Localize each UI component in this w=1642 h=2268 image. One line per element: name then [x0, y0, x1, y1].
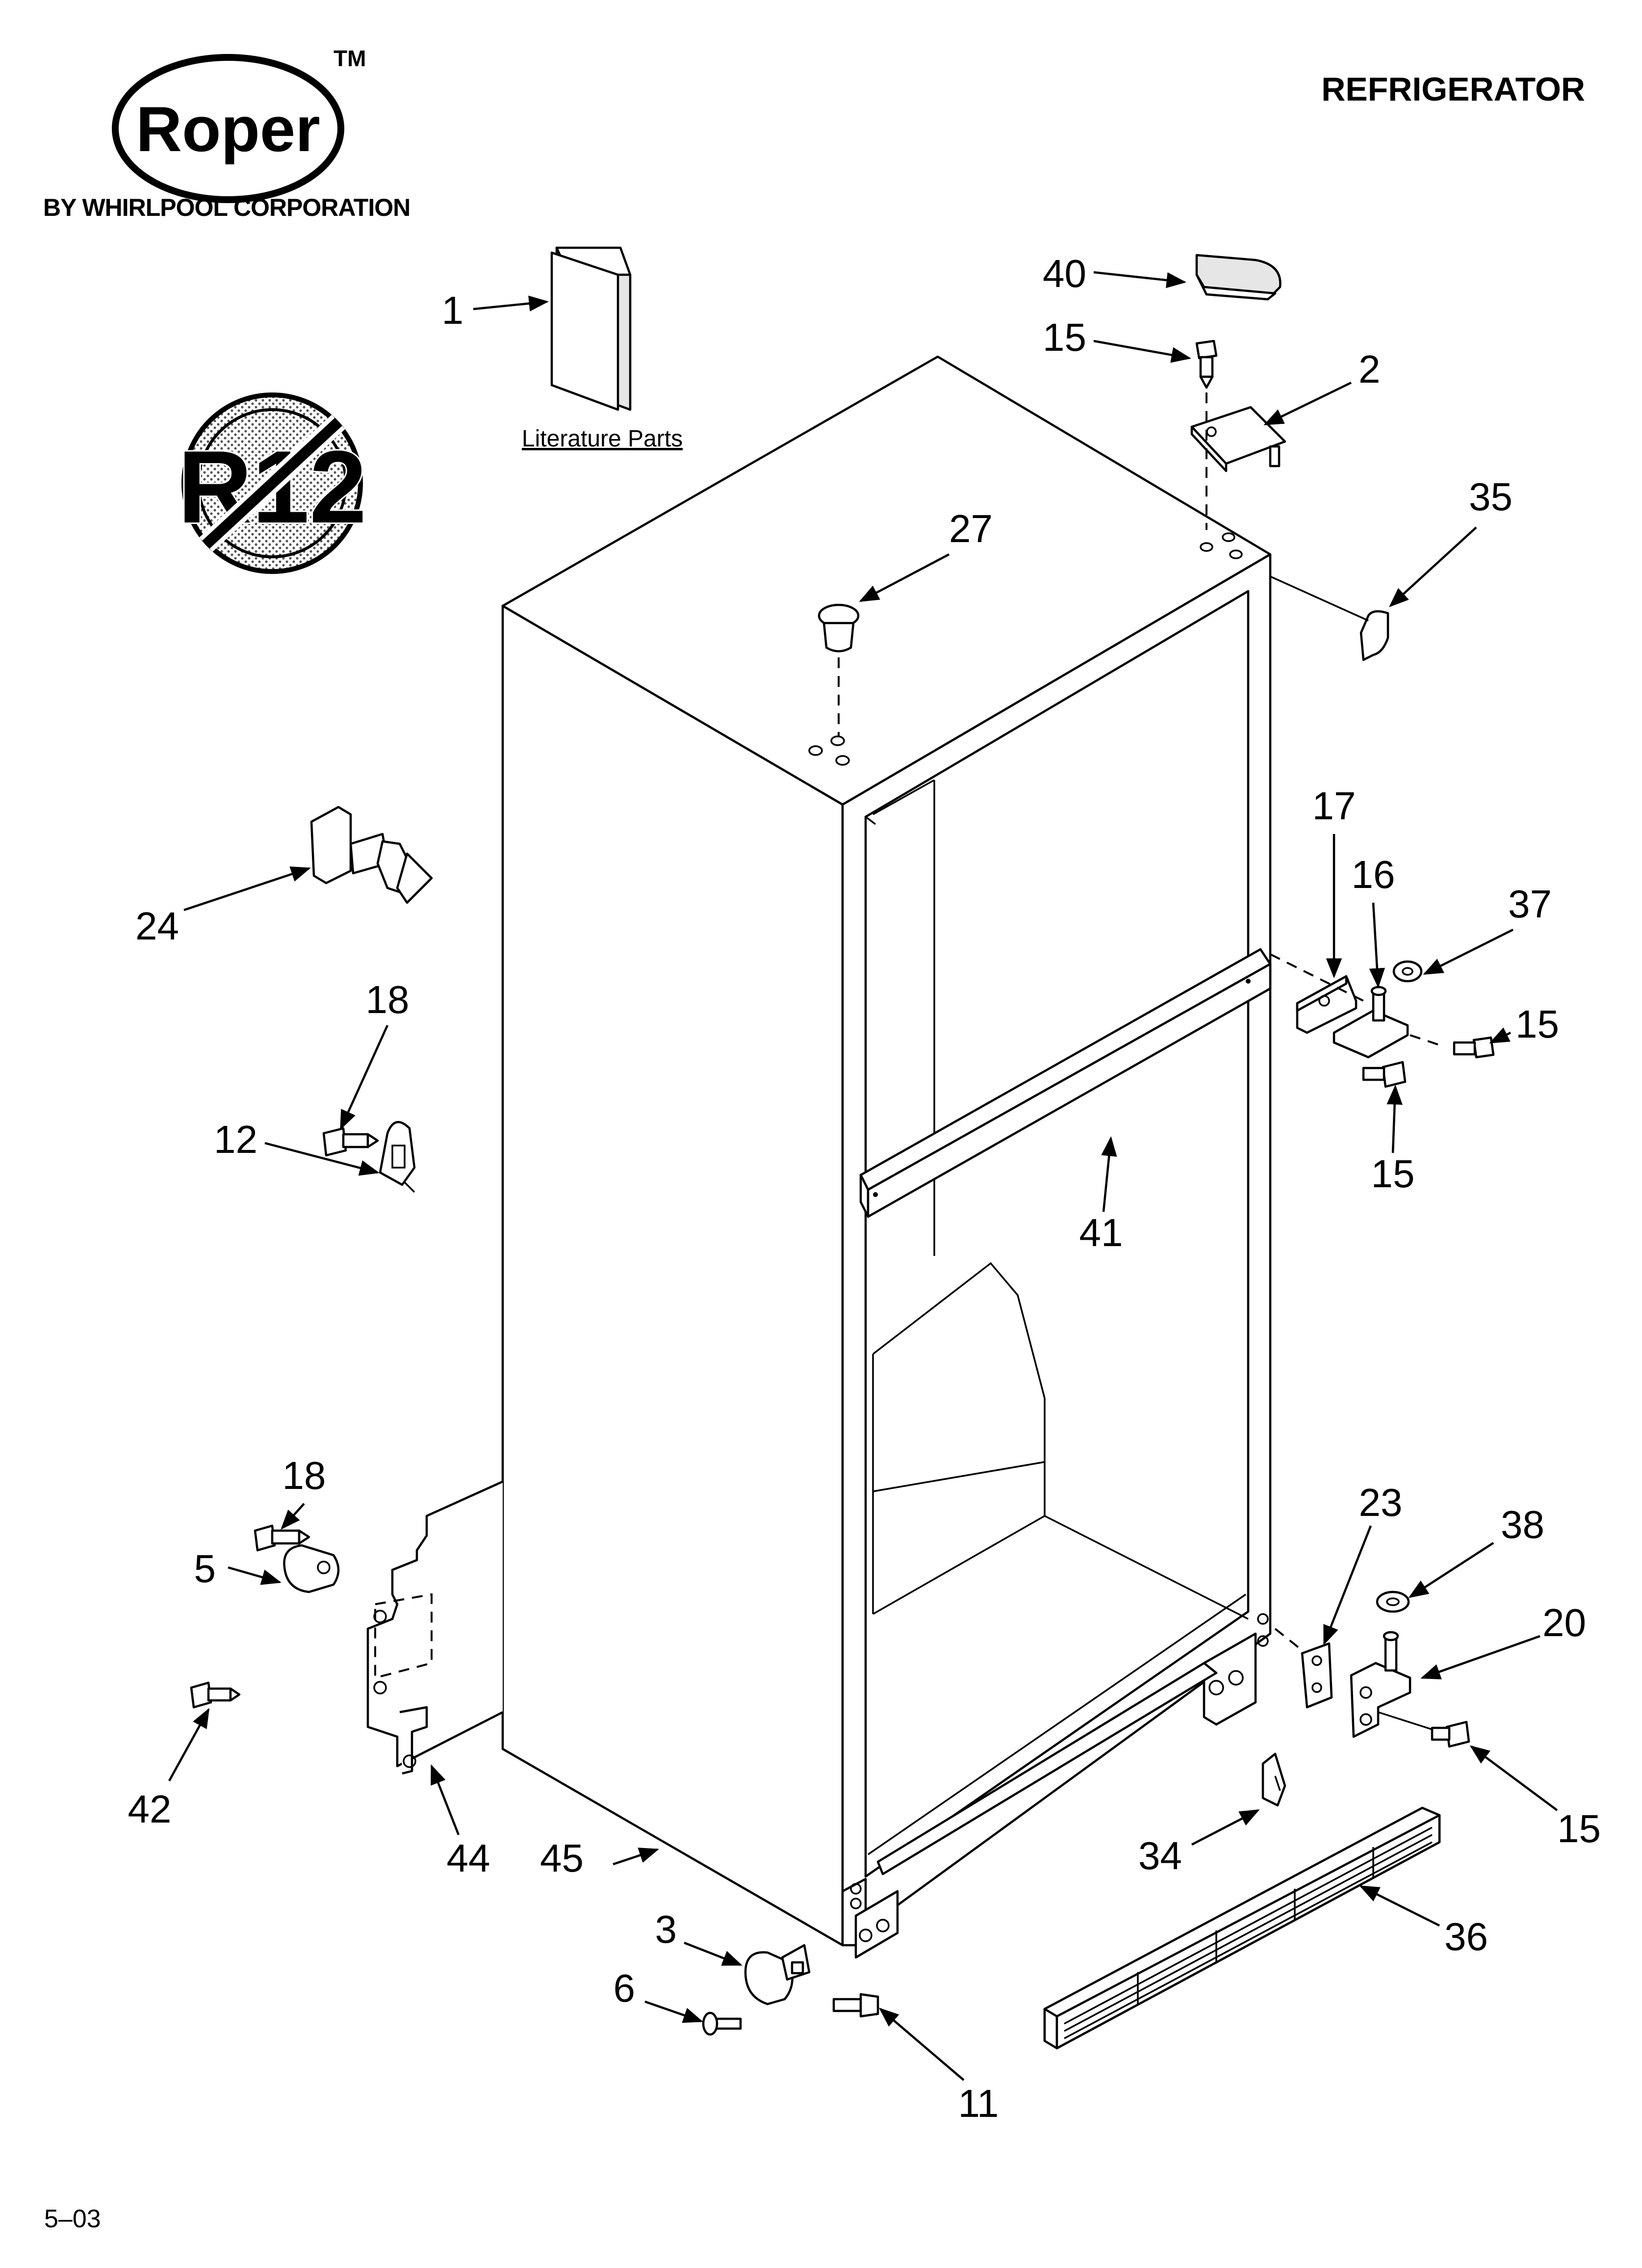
trademark-mark: TM — [334, 46, 366, 71]
roper-logo: Roper TM — [112, 46, 366, 203]
callout-1: 1 — [442, 288, 464, 332]
screw-hinge-b — [1453, 1036, 1495, 1059]
washer-upper — [1392, 960, 1423, 983]
callout-27: 27 — [949, 507, 993, 550]
cable-clamp — [283, 1544, 340, 1593]
page-title: REFRIGERATOR — [1321, 71, 1585, 108]
callout-2: 2 — [1359, 347, 1381, 391]
callout-18-upper: 18 — [366, 978, 410, 1021]
lower-hinge — [1350, 1631, 1411, 1738]
door-stop-pin — [310, 806, 433, 904]
screw-42 — [190, 1681, 241, 1709]
screw-6 — [702, 2011, 742, 2036]
callout-16: 16 — [1352, 853, 1395, 896]
wire-clip — [379, 1121, 416, 1193]
literature-booklet — [550, 246, 632, 411]
callout-12: 12 — [214, 1118, 257, 1161]
rear-bracket — [366, 1480, 504, 1775]
refrigerator-cabinet — [501, 355, 1272, 1959]
middle-hinge — [1333, 986, 1409, 1059]
callout-44: 44 — [447, 1836, 490, 1880]
callout-11: 11 — [958, 2082, 999, 2125]
screw-hinge-a — [1362, 1061, 1407, 1088]
callout-38: 38 — [1501, 1503, 1544, 1546]
callout-24: 24 — [135, 904, 179, 948]
callout-6: 6 — [614, 1966, 636, 2010]
callout-37: 37 — [1508, 882, 1552, 926]
callout-17: 17 — [1312, 784, 1356, 828]
callout-23: 23 — [1359, 1481, 1403, 1524]
callout-41: 41 — [1079, 1211, 1123, 1254]
literature-parts-label: Literature Parts — [522, 426, 683, 452]
lower-hinge-shim — [1301, 1642, 1333, 1709]
hinge-cover — [1195, 254, 1282, 301]
callout-42: 42 — [128, 1787, 172, 1831]
screw-lower-left — [254, 1524, 310, 1552]
date-code: 5–03 — [44, 2205, 101, 2233]
plug-button — [818, 603, 860, 652]
callout-40: 40 — [1043, 252, 1086, 295]
callout-5: 5 — [194, 1547, 216, 1590]
callout-18-lower: 18 — [282, 1454, 326, 1497]
screw-11 — [832, 1993, 879, 2018]
callout-45: 45 — [540, 1836, 584, 1880]
hinge-clip — [1360, 610, 1389, 661]
brand-byline: BY WHIRLPOOL CORPORATION — [43, 194, 410, 221]
callout-15-right: 15 — [1515, 1002, 1559, 1046]
leader-lines — [168, 271, 1558, 2081]
screw-top — [1195, 339, 1218, 389]
no-r12-badge: R12 — [176, 392, 368, 574]
callout-15-top: 15 — [1043, 315, 1086, 359]
top-hinge — [1190, 406, 1286, 472]
leveling-roller — [744, 1944, 811, 2006]
callout-36: 36 — [1444, 1915, 1488, 1958]
callout-3: 3 — [655, 1907, 677, 1951]
grille-clip — [1261, 1752, 1286, 1807]
screw-lower-hinge — [1431, 1721, 1470, 1748]
washer-lower — [1376, 1590, 1410, 1613]
callout-15-lower: 15 — [1557, 1807, 1601, 1851]
callout-20: 20 — [1542, 1601, 1586, 1644]
callout-15-hinge: 15 — [1371, 1152, 1415, 1196]
mid-rail — [859, 948, 1272, 1218]
brand-name: Roper — [136, 93, 320, 165]
callout-35: 35 — [1469, 475, 1513, 519]
callout-34: 34 — [1138, 1834, 1182, 1877]
callout-labels: 1 40 15 2 35 27 24 18 12 17 16 37 15 15 … — [128, 252, 1601, 2125]
screw-upper-left — [322, 1127, 379, 1157]
toe-grille — [1043, 1806, 1441, 2050]
